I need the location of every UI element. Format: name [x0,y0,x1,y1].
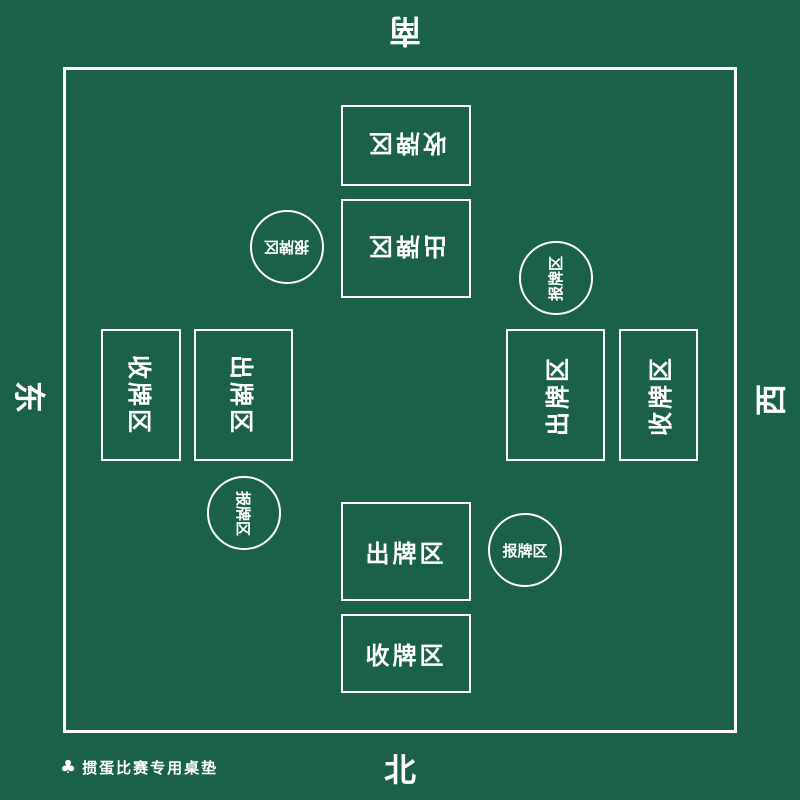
footer-caption: ♣ 掼蛋比赛专用桌垫 [60,757,218,778]
direction-north: 北 [383,751,416,789]
zone-label: 出牌区 [544,354,572,436]
footer-text: 掼蛋比赛专用桌垫 [82,759,219,777]
zone-label: 报牌区 [264,237,310,256]
zone-label: 出牌区 [227,354,255,436]
west-play-zone: 出牌区 [506,329,605,461]
direction-south: 南 [389,12,422,50]
zone-label: 报牌区 [547,255,566,301]
east-collect-zone: 收牌区 [101,329,181,461]
south-play-zone: 出牌区 [341,199,471,298]
south-report-zone: 报牌区 [250,210,324,284]
north-play-zone: 出牌区 [341,502,471,601]
direction-east: 东 [10,380,48,413]
zone-label: 报牌区 [502,541,548,560]
east-report-zone: 报牌区 [207,476,281,550]
west-report-zone: 报牌区 [519,241,593,315]
zone-label: 报牌区 [234,490,253,536]
table-border [63,67,737,733]
north-collect-zone: 收牌区 [341,614,471,693]
zone-label: 出牌区 [365,540,447,568]
west-collect-zone: 收牌区 [619,329,698,461]
zone-label: 出牌区 [365,232,447,260]
zone-label: 收牌区 [365,642,447,670]
east-play-zone: 出牌区 [194,329,293,461]
zone-label: 收牌区 [647,354,675,436]
zone-label: 收牌区 [365,129,447,157]
zone-label: 收牌区 [124,354,153,436]
north-report-zone: 报牌区 [488,513,562,587]
south-collect-zone: 收牌区 [341,105,471,186]
club-icon: ♣ [60,757,79,778]
direction-west: 西 [752,384,790,417]
